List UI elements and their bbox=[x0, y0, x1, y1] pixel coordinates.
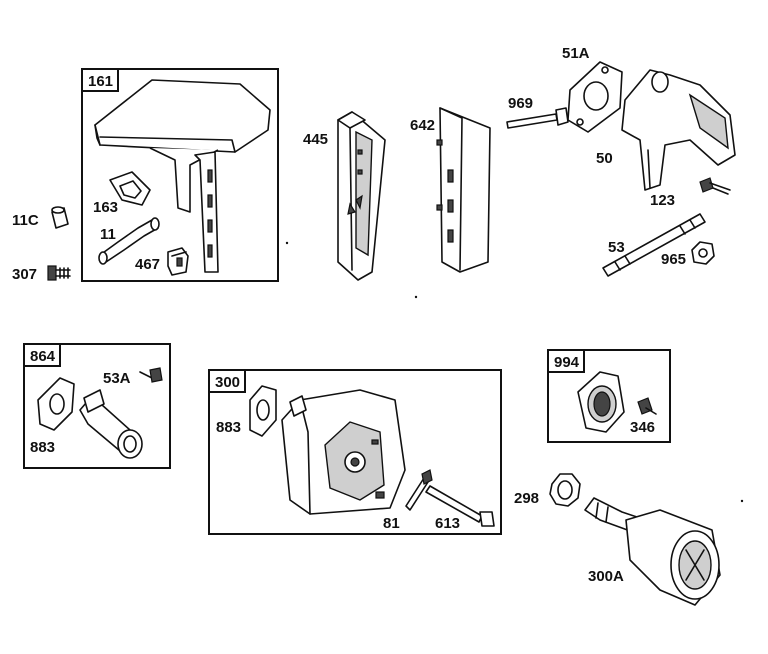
screw-346-part[interactable] bbox=[637, 397, 657, 415]
label-346: 346 bbox=[630, 419, 655, 436]
group-161-frame bbox=[81, 68, 279, 282]
label-300a: 300A bbox=[588, 568, 624, 585]
gasket-883-864-part[interactable] bbox=[37, 377, 75, 431]
screw-307-part[interactable] bbox=[47, 265, 71, 281]
group-994: 994 346 bbox=[547, 349, 671, 443]
blower-housing-part[interactable] bbox=[94, 79, 271, 273]
label-969: 969 bbox=[508, 95, 533, 112]
screw-123-part[interactable] bbox=[699, 177, 731, 195]
label-53a: 53A bbox=[103, 370, 131, 387]
label-467: 467 bbox=[135, 256, 160, 273]
bolt-613-part[interactable] bbox=[425, 485, 495, 527]
group-864-tag bbox=[23, 343, 61, 367]
label-11c: 11C bbox=[12, 212, 39, 229]
label-53: 53 bbox=[608, 239, 625, 256]
stud-53-part[interactable] bbox=[602, 213, 706, 277]
group-994-label: 994 bbox=[554, 354, 580, 371]
label-123: 123 bbox=[650, 192, 675, 209]
label-11: 11 bbox=[100, 226, 116, 243]
exhaust-pipe-864-part[interactable] bbox=[79, 389, 143, 459]
cover-642-part[interactable] bbox=[436, 107, 491, 273]
stray-dot bbox=[740, 499, 744, 503]
group-300: 300 883 81 613 bbox=[208, 369, 502, 535]
group-161-tag bbox=[81, 68, 119, 92]
group-300-label: 300 bbox=[215, 374, 240, 391]
gasket-883-300-part[interactable] bbox=[249, 385, 277, 437]
lockwasher-298-part[interactable] bbox=[549, 473, 581, 507]
group-864-frame bbox=[23, 343, 171, 469]
group-300-frame bbox=[208, 369, 502, 535]
label-163: 163 bbox=[93, 199, 118, 216]
label-883-300: 883 bbox=[216, 419, 241, 436]
screw-81-part[interactable] bbox=[405, 469, 433, 511]
spark-arrestor-994-part[interactable] bbox=[577, 371, 625, 433]
bolt-969-part[interactable] bbox=[506, 107, 569, 129]
label-883-864: 883 bbox=[30, 439, 55, 456]
stray-dot bbox=[285, 241, 289, 245]
gasket-51a-part[interactable] bbox=[567, 61, 623, 133]
label-51a: 51A bbox=[562, 45, 590, 62]
label-445: 445 bbox=[303, 131, 328, 148]
elbow-50-part[interactable] bbox=[621, 69, 736, 191]
group-864: 864 883 53A bbox=[23, 343, 171, 469]
label-965: 965 bbox=[661, 251, 686, 268]
group-161-label: 161 bbox=[88, 73, 113, 90]
screw-53a-part[interactable] bbox=[139, 367, 163, 383]
screen-445-part[interactable] bbox=[337, 111, 386, 281]
group-864-label: 864 bbox=[30, 348, 56, 365]
label-642: 642 bbox=[410, 117, 435, 134]
group-161: 161 163 11 bbox=[81, 68, 279, 282]
gasket-163-part[interactable] bbox=[109, 171, 151, 206]
fitting-11c-part[interactable] bbox=[51, 206, 69, 229]
label-50: 50 bbox=[596, 150, 613, 167]
label-307: 307 bbox=[12, 266, 37, 283]
label-298: 298 bbox=[514, 490, 539, 507]
muffler-300a-part[interactable] bbox=[584, 497, 721, 606]
nut-965-part[interactable] bbox=[691, 241, 715, 265]
group-994-frame bbox=[547, 349, 671, 443]
group-300-tag bbox=[208, 369, 246, 393]
label-613: 613 bbox=[435, 515, 460, 532]
tube-11-part[interactable] bbox=[98, 217, 160, 265]
clip-467-part[interactable] bbox=[167, 247, 189, 276]
group-994-tag bbox=[547, 349, 585, 373]
label-81: 81 bbox=[383, 515, 400, 532]
muffler-300-part[interactable] bbox=[281, 389, 406, 515]
stray-dot bbox=[414, 295, 418, 299]
